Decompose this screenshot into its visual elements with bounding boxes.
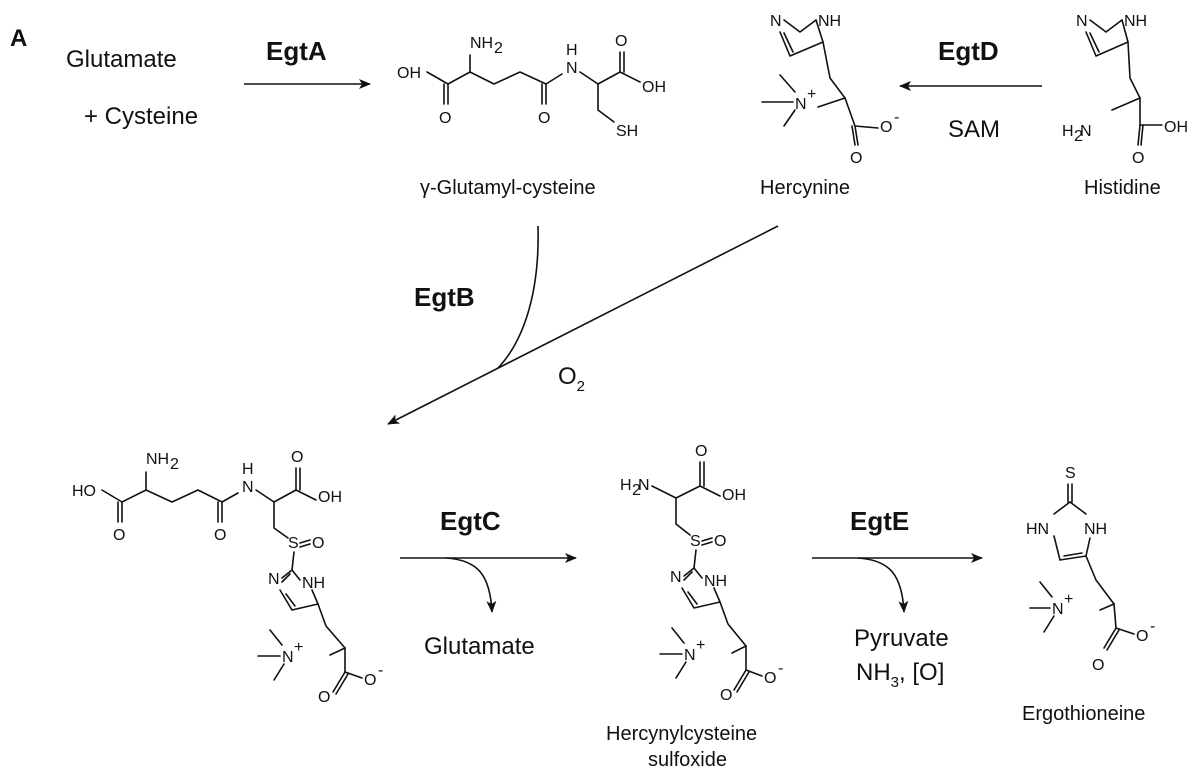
svg-text:NH: NH — [470, 35, 493, 52]
svg-text:S: S — [288, 535, 299, 552]
svg-text:O: O — [764, 670, 776, 687]
byproduct-pyruvate: Pyruvate — [854, 625, 949, 652]
svg-text:-: - — [1150, 618, 1155, 635]
structure-hercynylcysteine-sulfoxide: H 2 N O OH S O N NH O O - N + — [620, 443, 783, 704]
label-ergothioneine: Ergothioneine — [1022, 703, 1145, 725]
label-glutamyl-cysteine: γ-Glutamyl-cysteine — [420, 177, 596, 199]
svg-text:O: O — [113, 527, 125, 544]
svg-text:2: 2 — [1074, 128, 1083, 145]
svg-text:H: H — [620, 477, 632, 494]
svg-text:+: + — [1064, 591, 1073, 608]
byproduct-nh3: NH3, [O] — [856, 659, 944, 691]
svg-text:N: N — [670, 569, 682, 586]
svg-text:2: 2 — [632, 482, 641, 499]
svg-text:N: N — [1080, 123, 1092, 140]
svg-text:N: N — [684, 647, 696, 664]
structure-egtb-product: HO O NH 2 O N H O OH S O N NH — [72, 449, 383, 706]
curve-glutamylcysteine-input — [497, 225, 539, 369]
structure-histidine: N NH H 2 N O OH — [1062, 13, 1188, 167]
svg-text:NH: NH — [818, 13, 841, 30]
label-hercynylcysteine-sulfoxide-line1: Hercynylcysteine — [606, 723, 757, 745]
enzyme-egtd: EgtD — [938, 36, 999, 66]
svg-text:HN: HN — [1026, 521, 1049, 538]
svg-text:OH: OH — [722, 487, 746, 504]
svg-text:N: N — [566, 60, 578, 77]
svg-text:O: O — [312, 535, 324, 552]
svg-text:HO: HO — [72, 483, 96, 500]
reactant-cysteine: + Cysteine — [84, 103, 198, 130]
svg-text:O: O — [615, 33, 627, 50]
byproduct-glutamate: Glutamate — [424, 633, 535, 660]
svg-text:O: O — [880, 119, 892, 136]
svg-text:NH: NH — [704, 573, 727, 590]
svg-text:O: O — [439, 110, 451, 127]
svg-text:NH: NH — [302, 575, 325, 592]
label-histidine: Histidine — [1084, 177, 1161, 199]
svg-text:OH: OH — [642, 79, 666, 96]
structure-ergothioneine: S HN NH O O - N + — [1026, 465, 1155, 674]
svg-text:NH: NH — [1084, 521, 1107, 538]
svg-text:NH: NH — [146, 451, 169, 468]
svg-text:O: O — [538, 110, 550, 127]
enzyme-egtb: EgtB — [414, 282, 475, 312]
svg-text:NH: NH — [1124, 13, 1147, 30]
svg-text:O: O — [1136, 628, 1148, 645]
cosubstrate-sam: SAM — [948, 116, 1000, 143]
svg-text:N: N — [268, 571, 280, 588]
svg-text:O: O — [1132, 150, 1144, 167]
svg-text:N: N — [1052, 601, 1064, 618]
svg-text:SH: SH — [616, 123, 638, 140]
svg-text:O: O — [720, 687, 732, 704]
svg-text:+: + — [294, 639, 303, 656]
enzyme-egta: EgtA — [266, 36, 327, 66]
svg-text:O: O — [214, 527, 226, 544]
svg-text:N: N — [795, 96, 807, 113]
svg-text:OH: OH — [318, 489, 342, 506]
svg-text:-: - — [778, 660, 783, 677]
svg-text:2: 2 — [494, 40, 503, 57]
reactant-glutamate: Glutamate — [66, 46, 177, 73]
structure-glutamyl-cysteine: OH O NH 2 O N H O OH SH — [397, 33, 666, 140]
svg-text:2: 2 — [170, 456, 179, 473]
svg-text:O: O — [695, 443, 707, 460]
svg-text:O: O — [850, 150, 862, 167]
enzyme-egtc: EgtC — [440, 506, 501, 536]
structure-hercynine: N NH O O - N + — [761, 13, 899, 167]
arrow-egte-release — [857, 557, 909, 613]
svg-text:+: + — [807, 86, 816, 103]
panel-label: A — [10, 25, 27, 52]
svg-text:N: N — [638, 477, 650, 494]
svg-text:OH: OH — [1164, 119, 1188, 136]
svg-text:O: O — [364, 672, 376, 689]
svg-text:-: - — [378, 662, 383, 679]
svg-text:N: N — [282, 649, 294, 666]
svg-text:O: O — [318, 689, 330, 706]
svg-text:S: S — [690, 533, 701, 550]
arrow-egtc-release — [445, 557, 497, 613]
enzyme-egte: EgtE — [850, 506, 909, 536]
label-hercynylcysteine-sulfoxide-line2: sulfoxide — [648, 749, 727, 771]
svg-text:H: H — [242, 461, 254, 478]
arrow-egtb — [387, 225, 779, 425]
svg-text:OH: OH — [397, 65, 421, 82]
label-hercynine: Hercynine — [760, 177, 850, 199]
svg-text:N: N — [1076, 13, 1088, 30]
svg-text:H: H — [566, 42, 578, 59]
svg-text:-: - — [894, 109, 899, 126]
svg-text:S: S — [1065, 465, 1076, 482]
svg-text:H: H — [1062, 123, 1074, 140]
cosubstrate-o2: O2 — [558, 363, 585, 395]
svg-text:+: + — [696, 637, 705, 654]
svg-text:N: N — [770, 13, 782, 30]
svg-text:N: N — [242, 479, 254, 496]
svg-text:O: O — [714, 533, 726, 550]
svg-text:O: O — [291, 449, 303, 466]
svg-text:O: O — [1092, 657, 1104, 674]
